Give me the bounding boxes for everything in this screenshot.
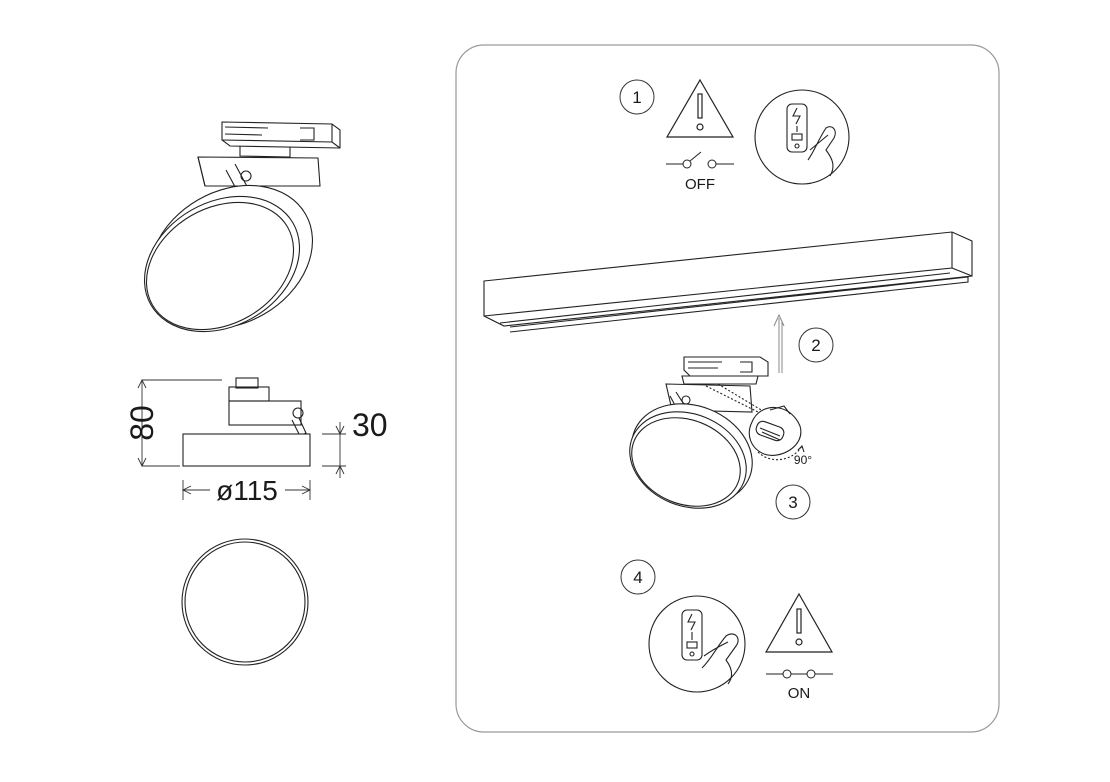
- step-1-switch-label: OFF: [685, 176, 715, 193]
- spotlight-front-view: [181, 538, 309, 666]
- step-3: 3: [775, 484, 811, 520]
- installation-panel: [455, 44, 1000, 733]
- step-2-number: 2: [811, 336, 820, 355]
- hand-pressing-switch-icon: [648, 595, 746, 693]
- track-rail: [483, 231, 973, 333]
- switch-off-icon: [666, 151, 734, 169]
- warning-triangle-icon: [665, 78, 735, 138]
- spotlight-side-view: [182, 377, 311, 467]
- step-2-badge: [798, 327, 834, 363]
- step-1: 1 OFF: [619, 78, 850, 193]
- step-1-number: 1: [632, 88, 641, 107]
- spotlight-mounting-view: [629, 356, 805, 509]
- step-4: 4 ON: [620, 559, 834, 702]
- rotation-angle-label: 90°: [794, 453, 812, 467]
- spotlight-perspective-view: [143, 121, 341, 333]
- arrow-up-icon: [773, 313, 785, 373]
- step-4-badge: [620, 559, 656, 595]
- step-3-number: 3: [788, 493, 797, 512]
- warning-triangle-icon: [764, 592, 834, 653]
- step-4-switch-label: ON: [788, 685, 811, 702]
- dimension-lines: [137, 378, 346, 500]
- hand-pressing-switch-icon: [754, 89, 850, 185]
- switch-on-icon: [766, 669, 833, 679]
- step-4-number: 4: [633, 568, 642, 587]
- dimension-height-label: 80: [124, 405, 160, 441]
- dimension-body-height-label: 30: [352, 407, 388, 443]
- step-2: 2: [798, 327, 834, 363]
- step-1-badge: [619, 79, 655, 115]
- step-3-badge: [775, 484, 811, 520]
- dimension-diameter-label: ø115: [216, 475, 278, 506]
